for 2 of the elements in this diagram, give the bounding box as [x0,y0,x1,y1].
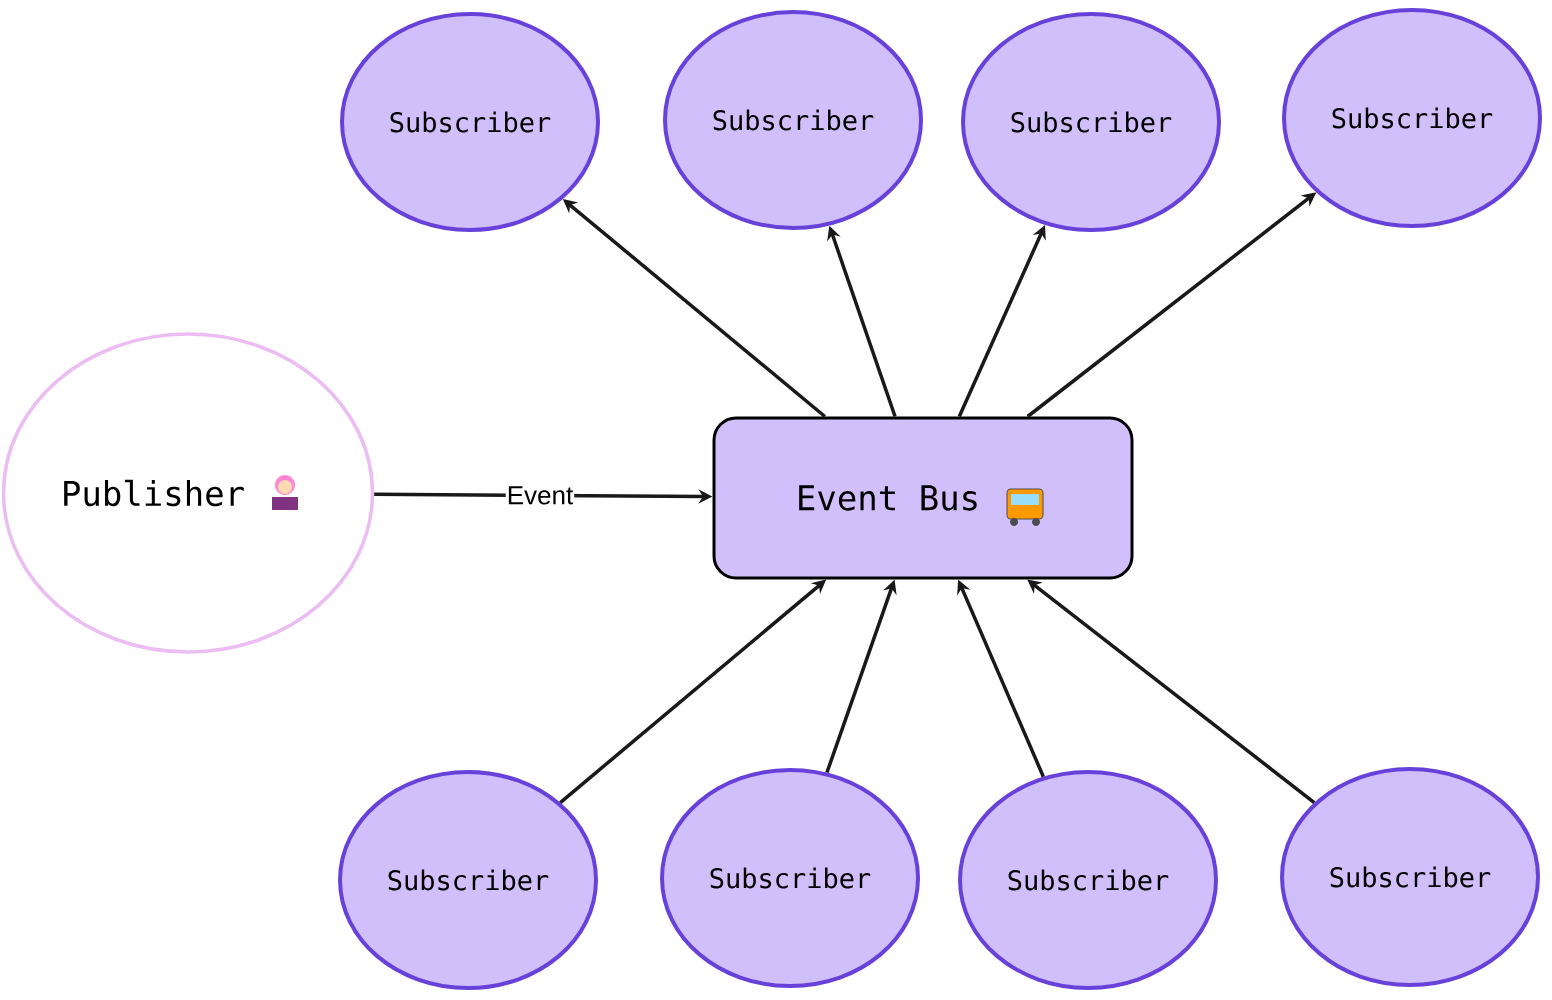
edge-label: Event [505,485,575,506]
event-bus-box: Event Bus [712,416,1134,580]
